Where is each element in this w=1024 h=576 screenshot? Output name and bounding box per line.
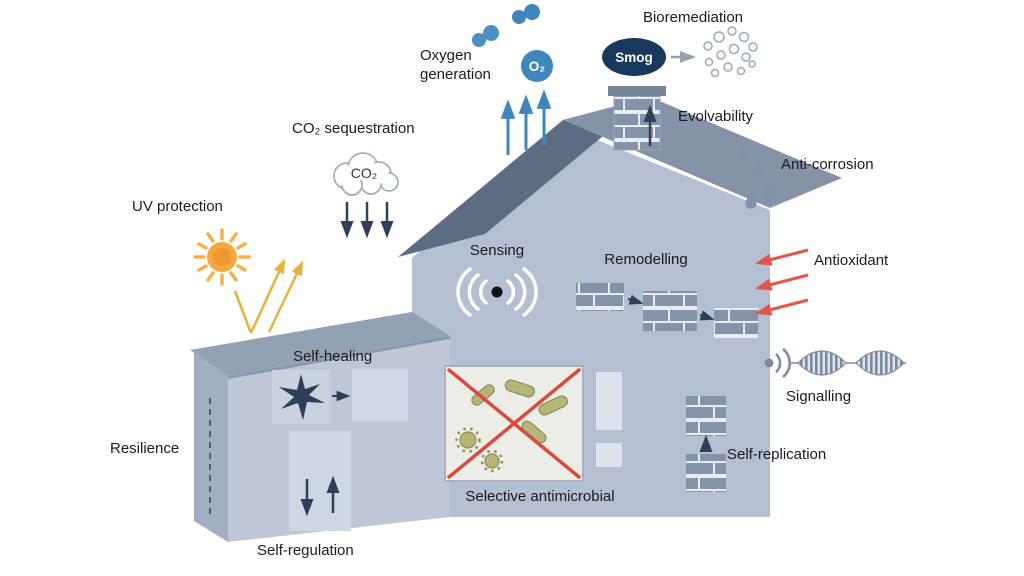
extension-roof <box>190 312 450 376</box>
label-sensing: Sensing <box>469 242 525 259</box>
uv-protection-icon <box>193 228 304 334</box>
label-bioremediation: Bioremediation <box>642 9 744 26</box>
label-resilience: Resilience <box>110 440 180 457</box>
self-healing-icon <box>272 369 408 424</box>
label-o2: O₂ <box>528 59 546 74</box>
anti-corrosion-icon <box>736 145 777 209</box>
chimney <box>608 86 666 151</box>
smog-cloud <box>602 38 666 76</box>
healed-patch <box>352 369 408 421</box>
remodelling-icon <box>576 283 758 338</box>
label-antioxidant: Antioxidant <box>814 252 889 269</box>
uv-rays <box>233 258 304 334</box>
antimicrobial-panel <box>444 365 584 482</box>
wall-details <box>209 372 622 514</box>
label-uv-protection: UV protection <box>132 198 223 215</box>
label-selective-antimicrobial: Selective antimicrobial <box>465 488 615 505</box>
window-small <box>596 443 622 467</box>
bioremediation-icon <box>602 26 758 78</box>
label-self-replication: Self-replication <box>727 446 827 463</box>
label-anti-corrosion: Anti-corrosion <box>781 156 874 173</box>
label-evolvability: Evolvability <box>678 108 754 125</box>
label-self-regulation: Self-regulation <box>257 542 354 559</box>
signalling-icon <box>764 348 906 378</box>
sensing-icon <box>456 267 538 317</box>
label-co2: CO₂ <box>350 165 378 181</box>
roof-dark-slope <box>398 97 650 257</box>
label-self-healing: Self-healing <box>293 348 373 365</box>
label-oxygen-generation: Oxygen generation <box>420 47 491 84</box>
window-tall <box>596 372 622 430</box>
label-signalling: Signalling <box>786 388 852 405</box>
oxygen-generation-icon <box>472 4 553 155</box>
o2-molecule <box>521 50 553 82</box>
label-remodelling: Remodelling <box>604 251 688 268</box>
label-smog: Smog <box>615 50 653 65</box>
antioxidant-arrows <box>755 248 809 316</box>
label-co2-sequestration: CO₂ sequestration <box>292 120 415 137</box>
self-regulation-icon <box>289 431 351 531</box>
bubbles <box>703 26 758 78</box>
self-replication-icon <box>686 396 726 492</box>
red-cross-icon <box>447 368 581 479</box>
co2-sequestration-icon <box>333 152 399 239</box>
sun-icon <box>193 228 251 286</box>
virus-icons <box>455 427 504 473</box>
